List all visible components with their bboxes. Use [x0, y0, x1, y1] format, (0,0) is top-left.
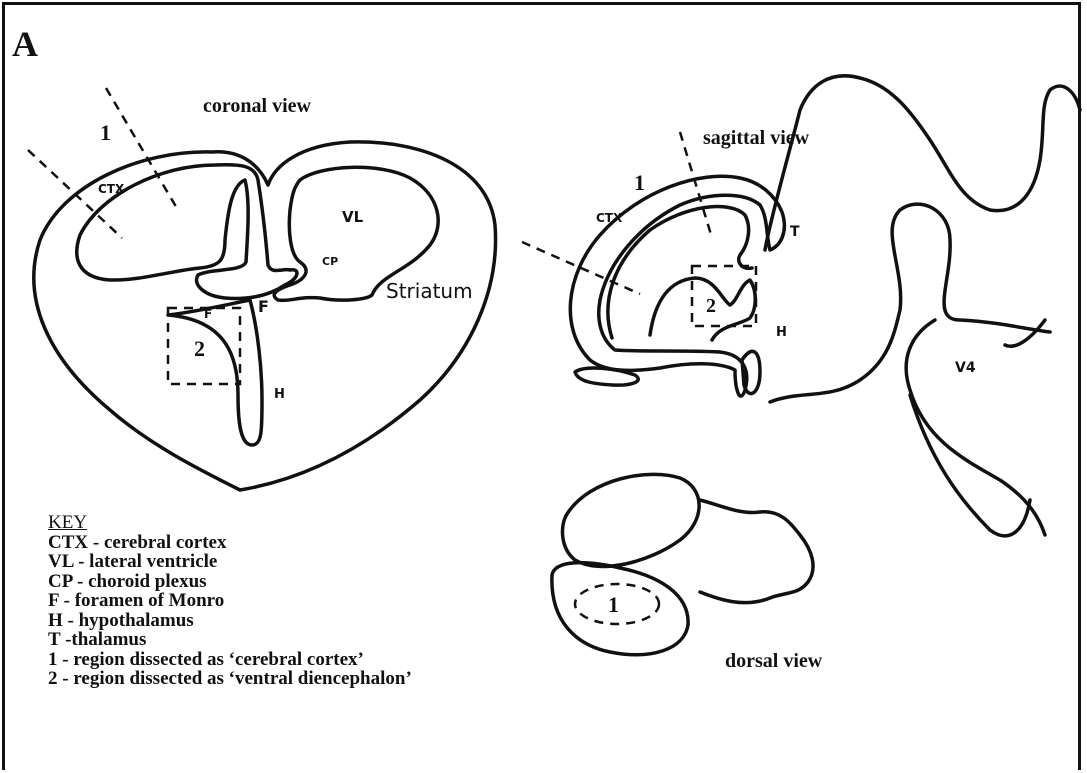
key-item-region-2: 2 - region dissected as ‘ventral diencep… — [48, 669, 412, 689]
coronal-vl-label: VL — [342, 208, 364, 226]
sagittal-t-label: T — [790, 224, 800, 240]
sagittal-h-label: H — [776, 325, 787, 340]
dorsal-upper-lobe — [562, 474, 699, 566]
coronal-h-label: H — [274, 387, 285, 402]
key-item-cp: CP - choroid plexus — [48, 572, 412, 592]
coronal-view: coronal view 1 CTX VL CP F F Striatum 2 … — [28, 88, 496, 490]
key-legend: KEY CTX - cerebral cortex VL - lateral v… — [48, 513, 412, 689]
coronal-cp-label: CP — [322, 255, 338, 268]
key-item-h: H - hypothalamus — [48, 611, 412, 631]
coronal-f-label-left: F — [204, 307, 212, 321]
key-item-vl: VL - lateral ventricle — [48, 552, 412, 572]
coronal-striatum-label: Striatum — [386, 279, 473, 303]
coronal-region-2-label: 2 — [194, 336, 205, 361]
key-item-f: F - foramen of Monro — [48, 591, 412, 611]
sagittal-v4-label: V4 — [955, 360, 976, 376]
sagittal-view: sagittal view 1 CTX T 2 H — [522, 76, 1080, 536]
key-item-region-1: 1 - region dissected as ‘cerebral cortex… — [48, 650, 412, 670]
sagittal-thalamus — [650, 278, 755, 340]
sagittal-region-2-label: 2 — [706, 295, 716, 317]
coronal-ctx-label: CTX — [98, 182, 125, 196]
dorsal-stem — [700, 500, 813, 603]
coronal-region-1-label: 1 — [100, 120, 111, 145]
sagittal-brainstem-outline — [770, 204, 1050, 402]
coronal-view-title: coronal view — [203, 95, 312, 117]
dorsal-lower-lobe — [552, 563, 688, 655]
key-item-ctx: CTX - cerebral cortex — [48, 533, 412, 553]
dorsal-region-1-label: 1 — [608, 592, 619, 617]
key-title: KEY — [48, 513, 412, 533]
sagittal-region-1-label: 1 — [634, 170, 645, 195]
sagittal-cut-line-1 — [522, 242, 640, 294]
sagittal-brainstem-lower — [910, 395, 1030, 536]
sagittal-inner-arc — [608, 207, 752, 338]
sagittal-pituitary — [742, 351, 760, 393]
sagittal-v4-outline — [906, 320, 1045, 535]
panel-label: A — [12, 24, 38, 64]
dorsal-view: 1 dorsal view — [552, 474, 823, 672]
dorsal-view-title: dorsal view — [725, 650, 823, 672]
sagittal-ctx-label: CTX — [596, 211, 623, 225]
coronal-f-label-right: F — [258, 297, 269, 316]
coronal-third-ventricle — [168, 300, 262, 445]
key-item-t: T -thalamus — [48, 630, 412, 650]
sagittal-upper-outline — [765, 76, 1080, 250]
